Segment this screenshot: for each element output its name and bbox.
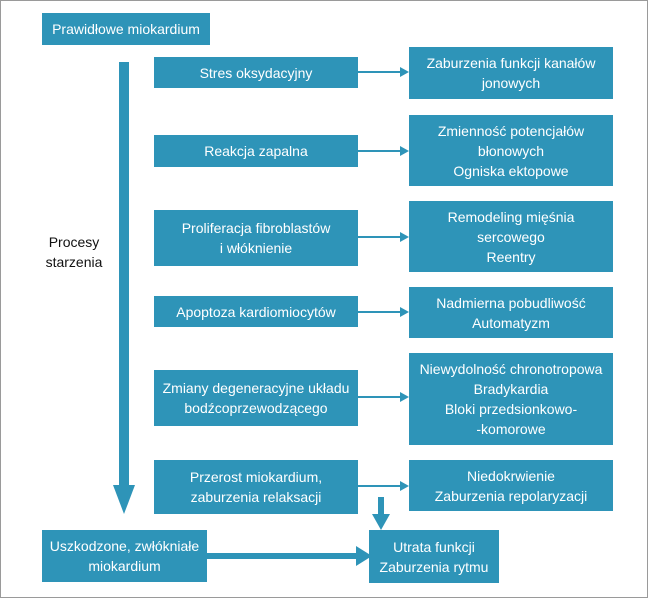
process-effect-arrow-5 — [357, 392, 409, 402]
text-line: Stres oksydacyjny — [199, 64, 313, 81]
normal-myocardium-box: Prawidłowe miokardium — [42, 13, 210, 45]
process-box-apoptosis: Apoptoza kardiomiocytów — [154, 296, 358, 327]
text-line: Niedokrwienie — [467, 467, 555, 484]
text-line: Ogniska ektopowe — [453, 162, 569, 179]
text-line: Bloki przedsionkowo- — [444, 401, 578, 417]
process-box-conduction-degeneration: Zmiany degeneracyjne układu bodźcoprzewod… — [154, 370, 358, 426]
text-line: sercowego — [477, 228, 545, 245]
text-line: Remodeling mięśnia — [447, 208, 575, 225]
process-box-fibroblast-proliferation: Proliferacja fibroblastów i włóknienie — [154, 210, 358, 266]
text-line: -komorowe — [476, 421, 546, 437]
process-box-oxidative-stress: Stres oksydacyjny — [154, 57, 358, 88]
process-effect-arrow-3 — [357, 232, 409, 242]
text-line: Procesy — [48, 234, 100, 250]
down-arrow-to-outcome — [372, 497, 390, 530]
text-line: Nadmierna pobudliwość — [436, 294, 586, 311]
text-line: Proliferacja fibroblastów — [181, 220, 331, 236]
process-box-hypertrophy: Przerost miokardium, zaburzenia relaksacj… — [154, 460, 358, 514]
process-effect-arrow-6 — [357, 481, 409, 491]
text-line: błonowych — [477, 142, 545, 159]
text-line: jonowych — [481, 75, 541, 91]
text-line: zaburzenia relaksacji — [190, 489, 322, 505]
text-line: Zmiany degeneracyjne układu — [162, 380, 350, 396]
process-effect-arrow-4 — [357, 307, 409, 317]
text-line: Apoptoza kardiomiocytów — [176, 303, 336, 320]
main-vertical-arrow-head — [113, 485, 135, 514]
text-line: Reakcja zapalna — [204, 143, 308, 159]
damaged-to-outcome-arrow — [207, 546, 372, 566]
text-line: Zmienność potencjałów — [437, 122, 585, 139]
main-vertical-arrow-shaft — [119, 62, 129, 487]
text-line: starzenia — [45, 254, 103, 270]
text-line: Prawidłowe miokardium — [52, 21, 200, 37]
text-line: Utrata funkcji — [393, 538, 475, 555]
text-line: bodźcoprzewodzącego — [184, 400, 328, 416]
text-line: Reentry — [486, 248, 536, 265]
effect-box-ion-channels: Zaburzenia funkcji kanałów jonowych — [409, 47, 613, 99]
text-line: Przerost miokardium, — [189, 469, 323, 485]
text-line: Niewydolność chronotropowa — [419, 361, 603, 377]
process-box-inflammation: Reakcja zapalna — [154, 135, 358, 167]
text-line: Uszkodzone, zwłókniałe — [49, 538, 200, 554]
text-line: miokardium — [88, 558, 161, 574]
text-line: Zaburzenia rytmu — [379, 558, 489, 575]
aging-processes-label: Procesy starzenia — [34, 232, 114, 272]
text-line: Bradykardia — [473, 381, 549, 397]
text-line: Automatyzm — [472, 314, 550, 331]
process-effect-arrow-2 — [357, 146, 409, 156]
text-line: Zaburzenia funkcji kanałów — [426, 55, 596, 71]
text-line: i włóknienie — [219, 240, 293, 256]
process-effect-arrow-1 — [357, 67, 409, 77]
damaged-myocardium-box: Uszkodzone, zwłókniałe miokardium — [42, 530, 207, 582]
text-line: Zaburzenia repolaryzacji — [434, 487, 588, 504]
